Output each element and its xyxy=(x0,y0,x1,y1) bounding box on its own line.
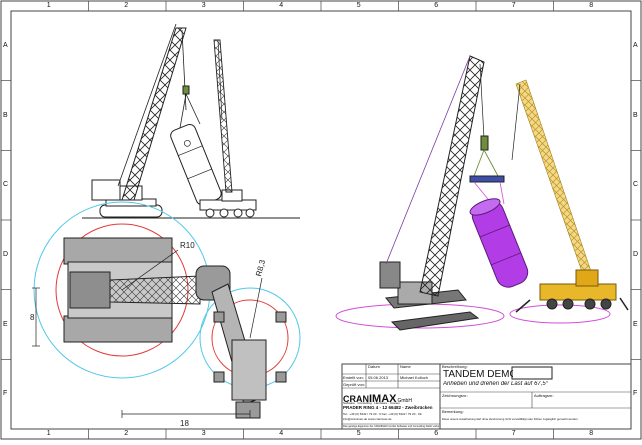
grid-column-label: 1 xyxy=(46,2,51,9)
date-value: 05.06.2013 xyxy=(368,375,389,380)
grid-column-label: 5 xyxy=(356,2,361,9)
grid-row-label: A xyxy=(633,41,638,49)
logo-gmbh: GmbH xyxy=(397,398,412,404)
grid-column-label: 2 xyxy=(124,430,129,437)
grid-row-label: B xyxy=(633,111,638,119)
crawler-crane-plan xyxy=(63,237,231,343)
grid-column-label: 3 xyxy=(201,430,206,437)
grid-row-ticks xyxy=(1,80,641,360)
plan-view: R10 R8,3 8 18 xyxy=(30,201,301,428)
grid-column-label: 4 xyxy=(279,2,284,9)
grid-column-label: 1 xyxy=(46,430,51,437)
grid-column-ticks xyxy=(88,1,554,439)
crawler-crane-side xyxy=(91,23,190,218)
grid-row-label: B xyxy=(3,111,8,119)
logo-cran: CRAN xyxy=(343,394,369,404)
grid-column-label: 2 xyxy=(124,2,129,9)
grid-row-label: A xyxy=(3,41,8,49)
datum-label: Datum xyxy=(368,364,380,369)
grid-column-label: 8 xyxy=(589,430,594,437)
radius-label-2: R8,3 xyxy=(254,258,267,277)
length-dimension-label: 18 xyxy=(180,419,189,428)
grid-row-label: D xyxy=(3,250,9,258)
geprueft-label: Geprüft von: xyxy=(343,382,366,387)
logo-tagline: Software · Consulting · Hardware · Crane… xyxy=(343,401,400,405)
mobile-crane-side xyxy=(199,39,257,218)
contact-line-2: info@cranimax.de www.cranimax.de xyxy=(343,417,392,421)
grid-column-label: 6 xyxy=(434,2,439,9)
bemerkung-label: Bemerkung: xyxy=(442,409,464,414)
tandem-3d-view xyxy=(335,55,629,331)
logo-max: IMAX xyxy=(369,393,397,405)
erstellt-label: Erstellt von: xyxy=(343,375,364,380)
contact-line-1: Tel.: +49 (0) 6332 / 79 20 - 0 Fax: +49 … xyxy=(343,412,422,416)
suspended-load-side xyxy=(170,93,222,206)
grid-column-label: 4 xyxy=(279,430,284,437)
radius-label-1: R10 xyxy=(180,241,195,250)
beschreibung-label: Beschreibung: xyxy=(442,364,468,369)
grid-column-label: 6 xyxy=(434,430,439,437)
dimension-lines xyxy=(32,249,263,418)
grid-column-label: 3 xyxy=(201,2,206,9)
grid-row-label: F xyxy=(633,390,638,398)
grid-row-label: E xyxy=(633,320,638,328)
side-elevation-view xyxy=(82,23,300,219)
grid-column-label: 7 xyxy=(511,430,516,437)
sling-3d xyxy=(469,149,505,205)
mobile-crane-3d xyxy=(511,79,629,313)
grid-row-label: C xyxy=(3,181,9,189)
grid-column-label: 7 xyxy=(511,2,516,9)
remark-text: Diese unsere Ausarbeitung darf ohne Zust… xyxy=(442,417,579,421)
grid-column-label: 5 xyxy=(356,430,361,437)
grid-row-label: F xyxy=(3,390,8,398)
address: PRADER RING 4 - 12 66482 - Zweibrücken xyxy=(343,405,433,410)
auftragsnr-label: Auftragsnr.: xyxy=(534,393,555,398)
grid-row-label: C xyxy=(633,181,639,189)
zeichnungsnr-label: Zeichnungsnr.: xyxy=(442,393,469,398)
crawler-crane-3d xyxy=(379,55,489,331)
load-vessel-3d xyxy=(469,198,529,288)
grid-row-label: E xyxy=(3,320,8,328)
height-dimension-label: 8 xyxy=(30,313,35,322)
grid-column-label: 8 xyxy=(589,2,594,9)
footer-note: Das geistige Eigentum der CRANIMAX GmbH … xyxy=(343,425,439,428)
cranimax-logo: CRANIMAXGmbH xyxy=(343,389,439,405)
name-label: Name xyxy=(400,364,411,369)
drawing-subtitle: Anheben und drehen der Last auf 67,5° xyxy=(443,381,549,387)
title-block-frame xyxy=(341,363,632,430)
author-value: Michael Kolloch xyxy=(400,375,429,380)
drawing-title: TANDEM DEMO - xyxy=(443,369,513,380)
mobile-crane-plan xyxy=(211,283,287,419)
grid-row-label: D xyxy=(633,250,639,258)
